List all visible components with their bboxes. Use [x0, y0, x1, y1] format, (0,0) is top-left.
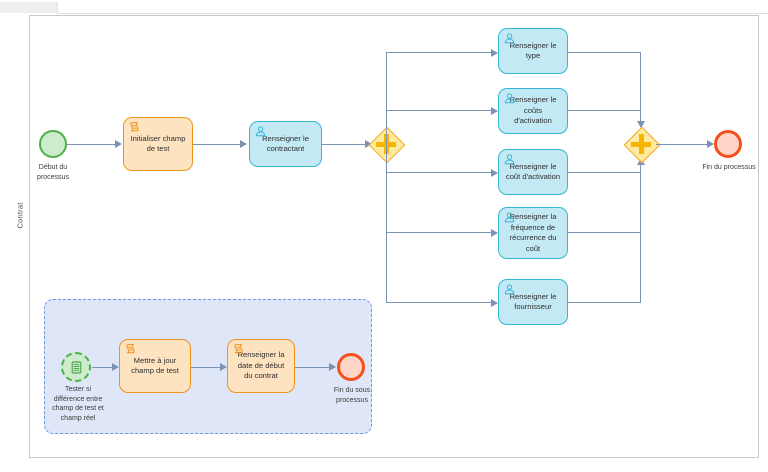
end-event[interactable]	[714, 130, 742, 158]
task-label: Renseigner le fournisseur	[509, 291, 557, 312]
flow-split-to-task2	[386, 110, 491, 112]
script-task-icon	[130, 122, 139, 132]
arrowhead	[329, 363, 336, 371]
flow-contractant-to-split	[322, 143, 365, 145]
flow-task4-to-join	[568, 232, 641, 234]
gateway-plus-vertical	[638, 134, 644, 154]
flow-split-to-task5	[386, 302, 491, 304]
task-renseigner-le-contractant[interactable]: Renseigner le contractant	[249, 121, 322, 167]
task-initialiser-champ-de-test[interactable]: Initialiser champ de test	[123, 117, 193, 171]
start-event[interactable]	[39, 130, 67, 158]
task-renseigner-le-couts-activation[interactable]: Renseigner le coûts d'activation	[498, 88, 568, 134]
user-task-icon	[504, 154, 515, 165]
flow-split-to-task3	[386, 172, 491, 174]
flow-task1-to-join	[568, 52, 641, 54]
join-trunk-upper	[640, 52, 642, 127]
flow-split-to-task1	[386, 52, 491, 54]
task-renseigner-le-fournisseur[interactable]: Renseigner le fournisseur	[498, 279, 568, 325]
user-task-icon	[504, 33, 515, 44]
split-trunk-lower	[386, 144, 388, 302]
flow-date-to-subp-end	[295, 366, 331, 368]
task-label: Renseigner le type	[509, 40, 557, 61]
flow-start-to-init	[67, 143, 115, 145]
arrowhead	[491, 298, 498, 307]
arrowhead	[112, 363, 119, 371]
diagram-tab[interactable]	[0, 2, 58, 13]
arrowhead	[491, 168, 498, 177]
arrowhead	[491, 228, 498, 237]
task-label: Renseigner le contractant	[262, 133, 309, 154]
task-mettre-a-jour-champ-de-test[interactable]: Mettre à jour champ de test	[119, 339, 191, 393]
flow-update-to-date	[191, 366, 222, 368]
tab-strip-divider	[57, 13, 768, 14]
flow-split-to-task4	[386, 232, 491, 234]
flow-task3-to-join	[568, 172, 641, 174]
arrowhead	[220, 363, 227, 371]
arrowhead	[491, 106, 498, 115]
tab-strip	[0, 0, 768, 14]
user-task-icon	[504, 212, 515, 223]
gateway-parallel-join[interactable]	[623, 126, 661, 164]
arrowhead	[637, 121, 645, 128]
task-label: Renseigner le coûts d'activation	[509, 95, 557, 126]
user-task-icon	[255, 126, 266, 137]
task-label: Renseigner la fréquence de récurrence du…	[509, 212, 557, 253]
arrowhead	[240, 140, 247, 148]
arrowhead	[707, 140, 714, 148]
arrowhead	[365, 140, 372, 148]
subprocess-end-event[interactable]	[337, 353, 365, 381]
join-trunk-lower	[640, 160, 642, 302]
task-renseigner-le-type[interactable]: Renseigner le type	[498, 28, 568, 74]
subprocess-conditional-start-event[interactable]	[61, 352, 91, 382]
lane-header: Contrat	[9, 15, 30, 458]
split-trunk-upper	[386, 52, 388, 144]
end-event-label: Fin du processus	[702, 164, 756, 171]
arrowhead	[115, 140, 122, 148]
flow-task5-to-join	[568, 302, 641, 304]
subprocess-start-event-label: Tester si différence entre champ de test…	[52, 386, 104, 422]
task-renseigner-frequence-recurrence[interactable]: Renseigner la fréquence de récurrence du…	[498, 207, 568, 259]
flow-init-to-contractant	[193, 143, 240, 145]
flow-join-to-end	[656, 143, 710, 145]
flow-task2-to-join	[568, 110, 641, 112]
script-task-icon	[234, 344, 243, 354]
user-task-icon	[504, 284, 515, 295]
script-task-icon	[126, 344, 135, 354]
task-renseigner-date-debut-contrat[interactable]: Renseigner la date de début du contrat	[227, 339, 295, 393]
user-task-icon	[504, 93, 515, 104]
start-event-label: Début du processus	[37, 164, 69, 181]
flow-subp-start-to-update	[92, 366, 115, 368]
arrowhead	[491, 48, 498, 57]
conditional-start-event-icon	[71, 361, 81, 373]
subprocess-end-event-label: Fin du sous processus	[333, 387, 371, 404]
task-label: Initialiser champ de test	[130, 133, 186, 154]
task-label: Mettre à jour champ de test	[131, 355, 179, 376]
task-renseigner-le-cout-activation[interactable]: Renseigner le coût d'activation	[498, 149, 568, 195]
task-label: Renseigner le coût d'activation	[505, 161, 561, 182]
task-label: Renseigner la date de début du contrat	[237, 350, 285, 381]
